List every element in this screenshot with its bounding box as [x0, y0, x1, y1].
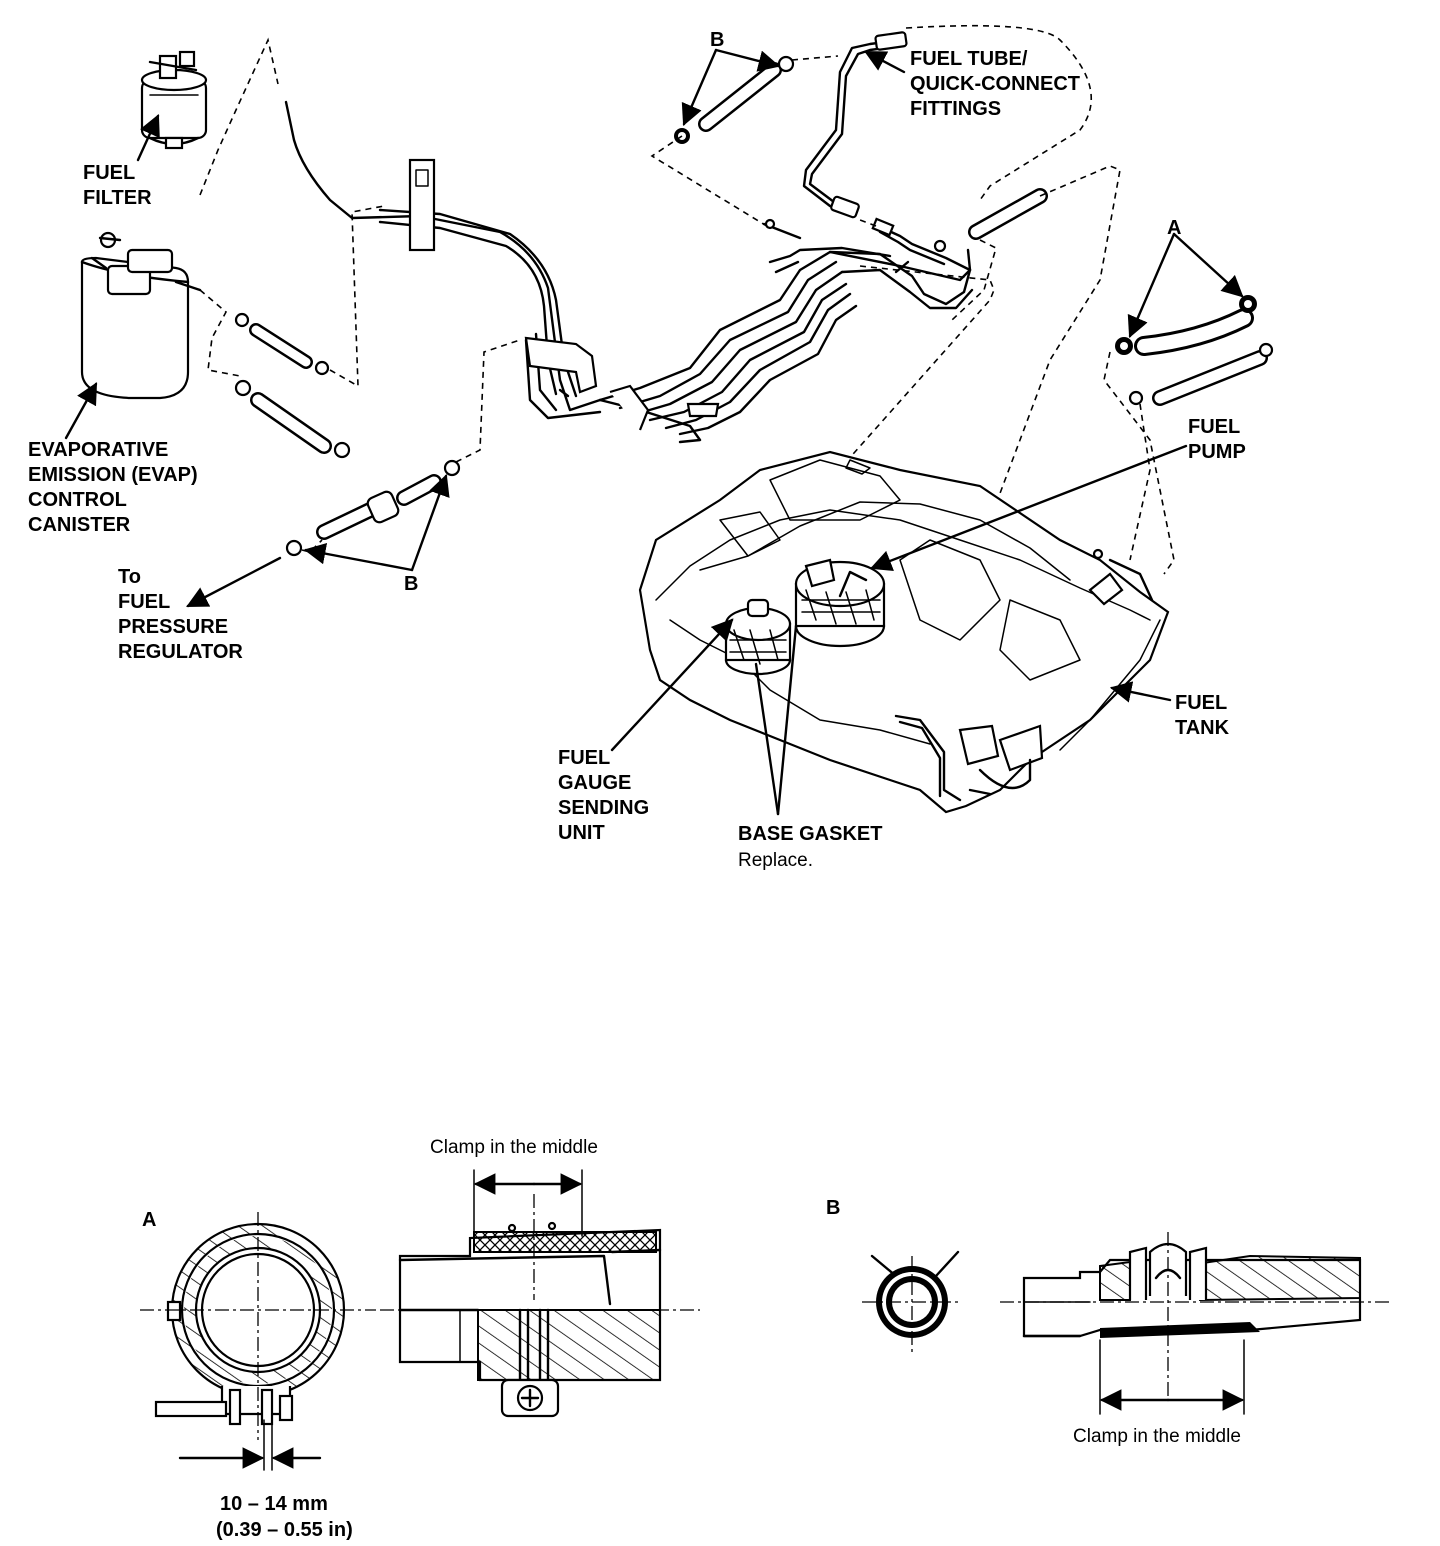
label-clamp-a: A — [1167, 217, 1181, 239]
label-fuel-gauge-line1: FUEL — [558, 747, 610, 769]
hose-right — [933, 188, 1048, 253]
label-regulator-line1: To — [118, 566, 141, 588]
fuel-pump — [794, 558, 886, 648]
detail-a-letter: A — [142, 1209, 156, 1231]
fuel-gauge-unit — [724, 598, 792, 676]
label-clamp-b-lower: B — [404, 573, 418, 595]
label-fuel-filter: FUEL FILTER — [83, 162, 152, 209]
label-base-gasket: BASE GASKET — [738, 823, 882, 845]
detail-a-side-view — [380, 1169, 700, 1418]
evap-hose-lower — [234, 379, 351, 459]
label-fuel-filter-line1: FUEL — [83, 162, 135, 184]
detail-b: B Cla — [826, 1197, 1390, 1447]
label-evap-canister: EVAPORATIVE EMISSION (EVAP) CONTROL CANI… — [28, 439, 198, 536]
label-evap-line4: CANISTER — [28, 514, 131, 536]
label-fuel-pump-line2: PUMP — [1188, 441, 1246, 463]
evap-hose-upper — [234, 312, 330, 376]
label-fuel-gauge-line2: GAUGE — [558, 772, 631, 794]
label-fuel-tank-line1: FUEL — [1175, 692, 1227, 714]
hose-b-lower — [285, 459, 461, 557]
label-fuel-tank-line2: TANK — [1175, 717, 1230, 739]
evap-canister — [80, 231, 202, 400]
filter-connection-line — [199, 37, 279, 196]
detail-b-caption: Clamp in the middle — [1073, 1426, 1241, 1447]
label-fuel-tube-line2: QUICK-CONNECT — [910, 73, 1080, 95]
label-fuel-tube: FUEL TUBE/ QUICK-CONNECT FITTINGS — [910, 48, 1080, 120]
label-fuel-tube-line1: FUEL TUBE/ — [910, 48, 1028, 70]
label-fuel-pump: FUEL PUMP — [1188, 416, 1246, 463]
label-to-regulator: To FUEL PRESSURE REGULATOR — [118, 566, 243, 663]
label-base-gasket-note: Replace. — [738, 850, 813, 871]
detail-b-letter: B — [826, 1197, 840, 1219]
label-fuel-gauge-line3: SENDING — [558, 797, 649, 819]
quick-connect-tube — [802, 31, 972, 272]
label-evap-line2: EMISSION (EVAP) — [28, 464, 198, 486]
label-regulator-line3: PRESSURE — [118, 616, 228, 638]
label-fuel-pump-line1: FUEL — [1188, 416, 1240, 438]
label-evap-line1: EVAPORATIVE — [28, 439, 168, 461]
label-regulator-line2: FUEL — [118, 591, 170, 613]
detail-a-caption: Clamp in the middle — [430, 1137, 598, 1158]
hose-a-lower — [1128, 342, 1274, 406]
detail-b-end-view — [862, 1250, 962, 1352]
detail-a-dimension-mm: 10 – 14 mm — [220, 1493, 328, 1515]
label-fuel-tank: FUEL TANK — [1175, 692, 1230, 739]
fuel-tank — [638, 450, 1170, 814]
detail-a-end-view — [140, 1212, 376, 1471]
label-evap-line3: CONTROL — [28, 489, 127, 511]
leader-arrows — [64, 48, 1244, 816]
fuel-filter — [140, 50, 208, 150]
detail-b-side-view — [1000, 1232, 1390, 1415]
detail-a-dimension-in: (0.39 – 0.55 in) — [216, 1519, 353, 1541]
fuel-line-bundle — [284, 100, 974, 444]
label-clamp-b-upper: B — [710, 29, 724, 51]
hose-a-upper — [1115, 295, 1257, 356]
label-fuel-gauge: FUEL GAUGE SENDING UNIT — [558, 747, 649, 844]
label-fuel-tube-line3: FITTINGS — [910, 98, 1001, 120]
detail-a: A 10 – 14 mm (0.39 – 0.55 in) — [140, 1137, 700, 1541]
label-regulator-line4: REGULATOR — [118, 641, 243, 663]
label-fuel-filter-line2: FILTER — [83, 187, 152, 209]
label-fuel-gauge-line4: UNIT — [558, 822, 605, 844]
hose-b-upper — [674, 55, 795, 144]
